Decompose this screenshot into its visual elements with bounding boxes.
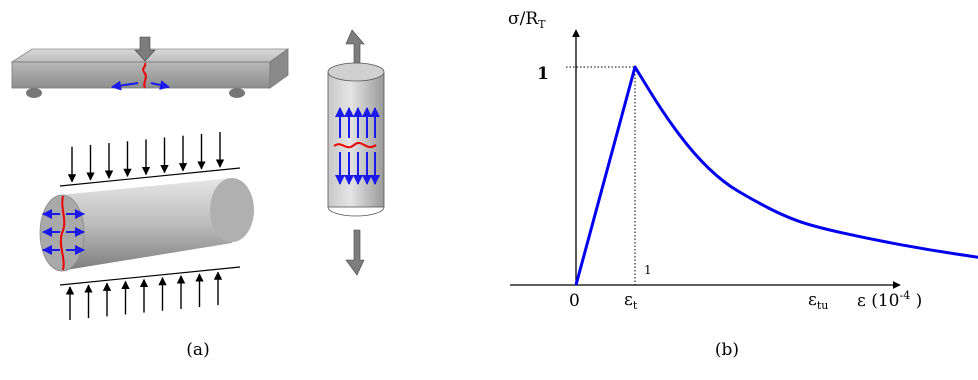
panel-b: σ/RT 1 1 0 εt εtu ε (10-4 ) (b) bbox=[508, 9, 978, 360]
caption-b: (b) bbox=[715, 340, 739, 360]
beam-crack bbox=[142, 62, 147, 89]
beam-right-support bbox=[229, 88, 245, 98]
bottom-load-line bbox=[59, 266, 241, 286]
bottom-load-arrows bbox=[65, 271, 223, 320]
tension-cylinder-bottom bbox=[327, 206, 385, 217]
tension-crack bbox=[333, 142, 377, 149]
x-axis-label-main: ε (10 bbox=[857, 291, 899, 311]
top-load-arrows bbox=[67, 132, 225, 183]
beam-front-face bbox=[11, 61, 271, 89]
cylinder-far-end bbox=[210, 178, 254, 242]
cylinder-body bbox=[60, 178, 236, 271]
cylinder-stress-arrows bbox=[42, 209, 85, 255]
stress-strain-curve bbox=[574, 65, 978, 286]
tension-cylinder-top bbox=[327, 62, 385, 82]
eps-tu-label: εtu bbox=[808, 290, 828, 312]
eps-tu-main: ε bbox=[808, 290, 817, 310]
tension-stress-arrows bbox=[335, 107, 380, 185]
x-axis-label-end: ) bbox=[910, 291, 922, 311]
origin-label: 0 bbox=[569, 291, 580, 311]
tension-bottom-arrow bbox=[345, 229, 365, 276]
bending-beam bbox=[10, 36, 290, 98]
panel-a: (a) bbox=[10, 29, 385, 360]
splitting-cylinder bbox=[39, 132, 254, 320]
eps-tu-sub: tu bbox=[817, 299, 829, 312]
y-tick-one: 1 bbox=[537, 64, 549, 84]
eps-t-main: ε bbox=[624, 290, 633, 310]
y-axis-label-main: σ/R bbox=[508, 9, 539, 29]
cylinder-crack bbox=[59, 195, 66, 271]
top-load-line bbox=[59, 167, 241, 187]
y-axis-label-sub: T bbox=[538, 18, 546, 31]
tension-cylinder-body bbox=[327, 71, 385, 208]
small-tick-one: 1 bbox=[644, 263, 652, 277]
tension-cylinder bbox=[327, 29, 385, 276]
beam-stress-arrow-left bbox=[111, 80, 139, 91]
beam-load-arrow bbox=[134, 36, 156, 62]
beam-stress-arrow-right bbox=[150, 80, 170, 90]
beam-end-face bbox=[269, 48, 289, 89]
eps-t-sub: t bbox=[633, 299, 638, 312]
x-axis-label-sup: -4 bbox=[899, 289, 910, 302]
eps-t-label: εt bbox=[624, 290, 638, 312]
beam-left-support bbox=[26, 88, 42, 98]
x-axis-label: ε (10-4 ) bbox=[857, 289, 922, 311]
y-axis-label: σ/RT bbox=[508, 9, 546, 31]
caption-a: (a) bbox=[186, 340, 209, 360]
